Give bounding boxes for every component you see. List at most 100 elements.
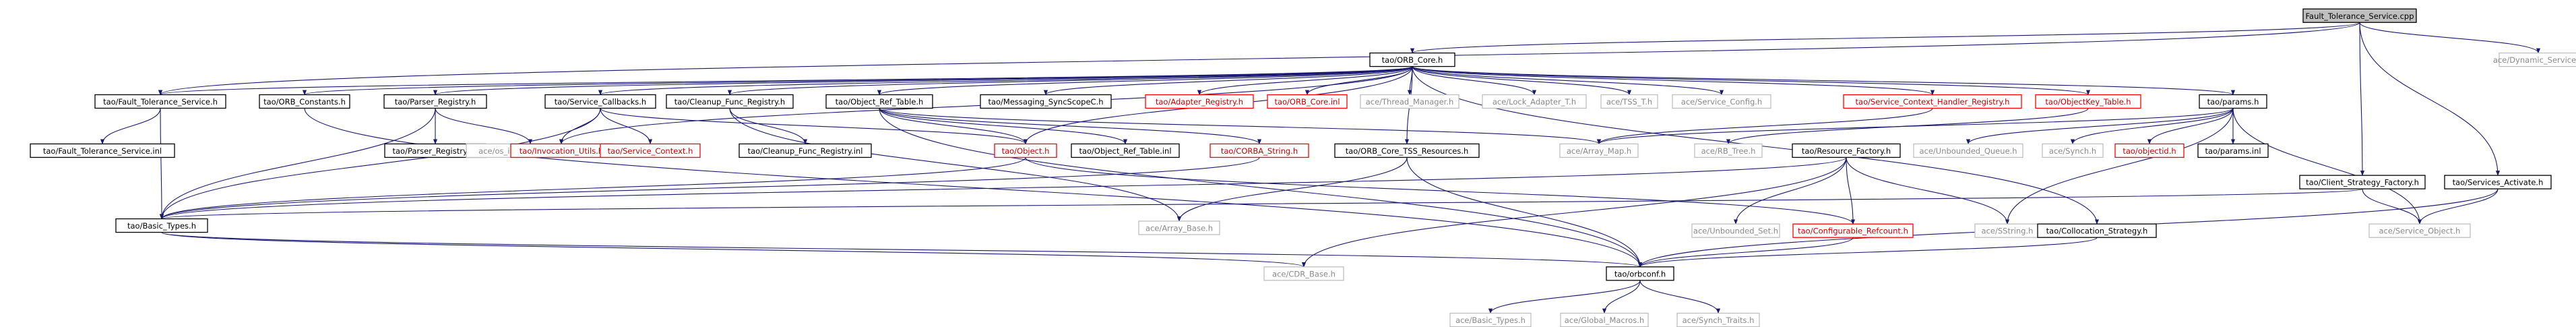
edge-scxreg-to-arraymap	[1597, 108, 1933, 145]
edge-objreftab-to-orbconf	[879, 108, 1643, 268]
node-unbq[interactable]: ace/Unbounded_Queue.h	[1913, 143, 2023, 158]
edge-basictypes-to-orbconf	[161, 232, 1642, 268]
node-label-rbtree: ace/RB_Tree.h	[1701, 146, 1756, 156]
node-label-unbq: ace/Unbounded_Queue.h	[1919, 146, 2017, 156]
node-box-objkeytab	[2035, 94, 2141, 109]
node-box-root	[2302, 8, 2417, 23]
node-box-tssres	[1334, 143, 1480, 158]
edge-objreftab-to-object	[879, 108, 1028, 145]
node-lockadapt[interactable]: ace/Lock_Adapter_T.h	[1482, 94, 1587, 109]
node-objkeytab[interactable]: tao/ObjectKey_Table.h	[2035, 94, 2141, 109]
edge-orbcore-to-svccb	[598, 66, 1413, 96]
edge-parsreg-to-basictypes	[159, 108, 436, 220]
node-resfact[interactable]: tao/Resource_Factory.h	[1792, 143, 1901, 158]
node-label-globmac: ace/Global_Macros.h	[1565, 316, 1645, 325]
node-svcctx[interactable]: tao/Service_Context.h	[600, 143, 701, 158]
edge-svccb-to-svcctx	[600, 108, 653, 145]
edge-parsreg-to-stddef	[435, 108, 533, 145]
edge-resfact-to-unbset	[1733, 157, 1847, 225]
node-box-parsreg	[383, 94, 487, 109]
node-parsreg[interactable]: tao/Parser_Registry.h	[383, 94, 487, 109]
node-tssres[interactable]: tao/ORB_Core_TSS_Resources.h	[1334, 143, 1480, 158]
edge-params-to-arraymap	[1597, 108, 2234, 145]
edge-svccb-to-object	[600, 108, 1028, 145]
edge-collstrat-to-orbconf	[1638, 237, 2098, 268]
edge-params-to-sstring	[2005, 108, 2234, 225]
node-label-svcobj: ace/Service_Object.h	[2379, 227, 2461, 236]
node-label-root: Fault_Tolerance_Service.cpp	[2305, 11, 2414, 21]
node-box-lockadapt	[1482, 94, 1587, 109]
node-parsreginl[interactable]: tao/Parser_Registry.inl	[384, 143, 486, 158]
node-clientstrat[interactable]: tao/Client_Strategy_Factory.h	[2299, 175, 2426, 189]
node-box-svcact	[2444, 175, 2552, 189]
node-box-clientstrat	[2299, 175, 2426, 189]
node-globmac[interactable]: ace/Global_Macros.h	[1560, 312, 1649, 327]
edge-orbcore-to-svccfg	[1412, 66, 1724, 96]
node-orbconf[interactable]: tao/orbconf.h	[1606, 266, 1674, 281]
node-box-confref	[1792, 223, 1914, 238]
edge-resfact-to-sstring	[1846, 157, 2010, 225]
node-orbcore[interactable]: tao/ORB_Core.h	[1369, 52, 1455, 67]
node-unbset[interactable]: ace/Unbounded_Set.h	[1691, 223, 1780, 238]
node-box-object	[994, 143, 1057, 158]
node-objreftab[interactable]: tao/Object_Ref_Table.h	[825, 94, 933, 109]
node-label-orbcoreinl: tao/ORB_Core.inl	[1274, 97, 1340, 107]
node-label-tsst: ace/TSS_T.h	[1606, 97, 1652, 107]
node-synchtr[interactable]: ace/Synch_Traits.h	[1676, 312, 1760, 327]
node-sstring[interactable]: ace/SString.h	[1974, 223, 2040, 238]
node-box-orbcore	[1369, 52, 1455, 67]
node-rbtree[interactable]: ace/RB_Tree.h	[1694, 143, 1763, 158]
node-invutils[interactable]: tao/Invocation_Utils.h	[510, 143, 612, 158]
node-cleanreg[interactable]: tao/Cleanup_Func_Registry.h	[666, 94, 794, 109]
node-svccfg[interactable]: ace/Service_Config.h	[1672, 94, 1771, 109]
node-cleanreginl[interactable]: tao/Cleanup_Func_Registry.inl	[739, 143, 872, 158]
node-thrmgr[interactable]: ace/Thread_Manager.h	[1360, 94, 1459, 109]
node-label-scxreg: tao/Service_Context_Handler_Registry.h	[1856, 97, 2010, 107]
node-svcact[interactable]: tao/Services_Activate.h	[2444, 175, 2552, 189]
node-adapreg[interactable]: tao/Adapter_Registry.h	[1145, 94, 1254, 109]
node-ftsh[interactable]: tao/Fault_Tolerance_Service.h	[94, 94, 226, 109]
node-msgsync[interactable]: tao/Messaging_SyncScopeC.h	[980, 94, 1112, 109]
node-box-resfact	[1792, 143, 1901, 158]
node-svcobj[interactable]: ace/Service_Object.h	[2368, 223, 2471, 238]
node-label-thrmgr: ace/Thread_Manager.h	[1366, 97, 1454, 107]
edge-orbconf-to-acebasic	[1488, 280, 1641, 314]
edge-orbconf-to-synchtr	[1639, 280, 1721, 314]
node-objreftabinl[interactable]: tao/Object_Ref_Table.inl	[1071, 143, 1180, 158]
node-box-collstrat	[2037, 223, 2157, 238]
node-corbastr[interactable]: tao/CORBA_String.h	[1210, 143, 1309, 158]
node-objectid[interactable]: tao/objectid.h	[2114, 143, 2185, 158]
edge-orbcore-to-objreftab	[877, 66, 1413, 96]
node-collstrat[interactable]: tao/Collocation_Strategy.h	[2037, 223, 2157, 238]
node-box-unbq	[1913, 143, 2023, 158]
node-box-cleanreg	[666, 94, 794, 109]
edge-orbcore-to-msgsync	[1044, 66, 1413, 96]
node-acebasic[interactable]: ace/Basic_Types.h	[1449, 312, 1532, 327]
node-arraymap[interactable]: ace/Array_Map.h	[1559, 143, 1639, 158]
node-synch[interactable]: ace/Synch.h	[2042, 143, 2104, 158]
edge-tssres-to-arraybase	[1176, 157, 1408, 222]
node-root[interactable]: Fault_Tolerance_Service.cpp	[2302, 8, 2417, 23]
node-box-rbtree	[1694, 143, 1763, 158]
node-box-unbset	[1691, 223, 1780, 238]
edge-cleanreg-to-arraybase	[729, 108, 1182, 222]
node-dynsvc[interactable]: ace/Dynamic_Service.h	[2493, 52, 2576, 67]
edge-orbcore-to-adapreg	[1197, 66, 1413, 96]
node-orbcoreinl[interactable]: tao/ORB_Core.inl	[1267, 94, 1348, 109]
node-arraybase[interactable]: ace/Array_Base.h	[1138, 220, 1220, 235]
node-svccb[interactable]: tao/Service_Callbacks.h	[544, 94, 656, 109]
node-label-tssres: tao/ORB_Core_TSS_Resources.h	[1346, 146, 1469, 156]
node-confref[interactable]: tao/Configurable_Refcount.h	[1792, 223, 1914, 238]
node-orbconst[interactable]: tao/ORB_Constants.h	[259, 94, 350, 109]
edge-orbcore-to-scxreg	[1412, 66, 1935, 96]
node-box-dynsvc	[2499, 52, 2576, 67]
node-params[interactable]: tao/params.h	[2199, 94, 2267, 109]
node-object[interactable]: tao/Object.h	[994, 143, 1057, 158]
node-basictypes[interactable]: tao/Basic_Types.h	[115, 218, 208, 233]
node-ftsinl[interactable]: tao/Fault_Tolerance_Service.inl	[30, 143, 175, 158]
node-cdrbase[interactable]: ace/CDR_Base.h	[1263, 266, 1344, 281]
node-tsst[interactable]: ace/TSS_T.h	[1600, 94, 1658, 109]
node-scxreg[interactable]: tao/Service_Context_Handler_Registry.h	[1843, 94, 2022, 109]
node-label-msgsync: tao/Messaging_SyncScopeC.h	[988, 97, 1103, 107]
node-paramsinl[interactable]: tao/params.inl	[2197, 143, 2269, 158]
